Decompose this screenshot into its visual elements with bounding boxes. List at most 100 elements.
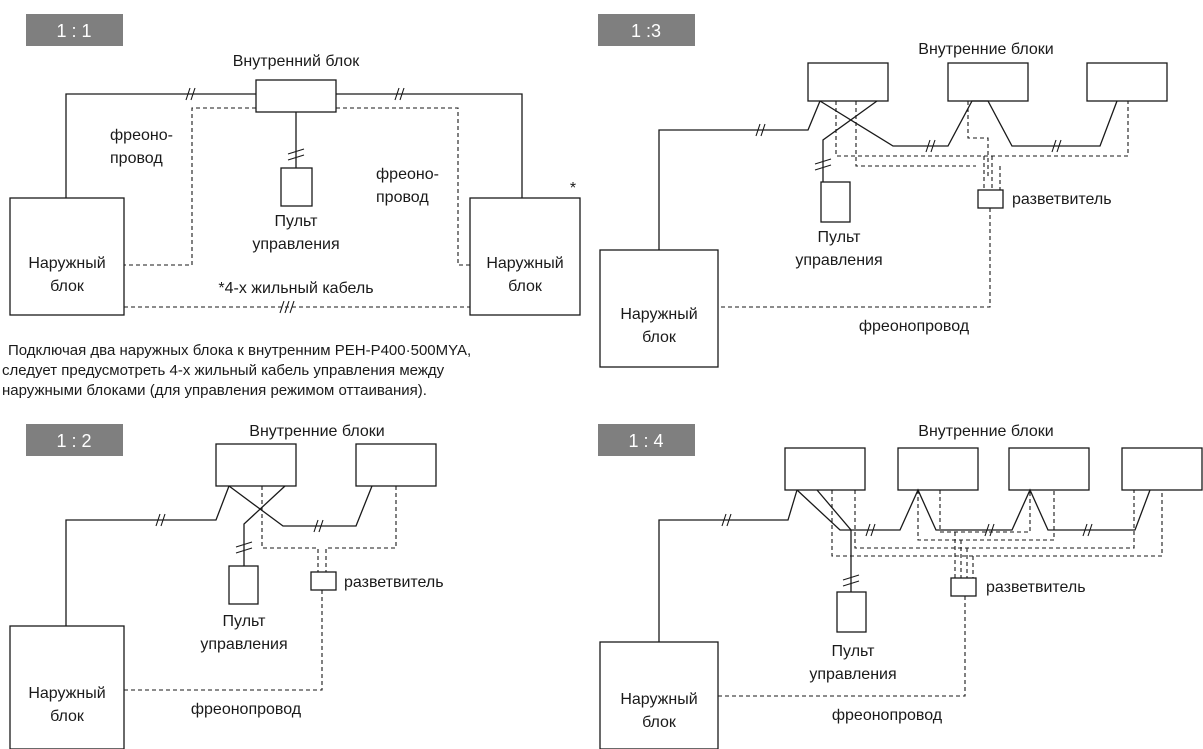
refrigerant-pipe-outdoor	[124, 590, 323, 691]
outdoor-label-line2: блок	[50, 708, 85, 725]
remote-label-line2: управления	[200, 636, 287, 653]
ratio-tag-1-1	[26, 14, 123, 46]
note-line-3: наружными блоками (для управления режимо…	[2, 382, 427, 399]
ratio-tag-1-4	[598, 424, 695, 456]
remote-controller-box	[280, 167, 313, 207]
refrigerant-pipe-main	[831, 490, 1163, 557]
remote-label-line2: управления	[795, 252, 882, 269]
branch-pipe-box	[310, 571, 337, 591]
ratio-tag-1-4-text: 1 : 4	[628, 431, 663, 451]
branch-pipe-label: разветвитель	[986, 579, 1086, 596]
indoor-unit-box-2	[897, 447, 979, 491]
cable-tick-mark	[984, 523, 995, 537]
indoor-unit-box-1	[807, 62, 889, 102]
cable-tick-mark	[721, 513, 732, 527]
diagram-1-4: 1 : 4 Внутренние блоки Пульт управления …	[598, 423, 1203, 749]
branch-pipe-label: разветвитель	[1012, 191, 1112, 208]
cable-tick-mark	[925, 139, 936, 153]
refrigerant-pipe-right	[336, 107, 470, 266]
power-cable-outdoor	[658, 100, 821, 250]
cable-tick-mark	[394, 87, 405, 101]
ratio-tag-1-2	[26, 424, 123, 456]
remote-label-line1: Пульт	[832, 643, 876, 660]
remote-cable	[243, 485, 286, 566]
ratio-tag-1-3-text: 1 :3	[631, 21, 661, 41]
indoor-units-label: Внутренние блоки	[249, 423, 384, 440]
cable-tick-mark	[755, 123, 766, 137]
power-cable-left	[65, 93, 256, 198]
power-cable-indoor-chain	[796, 488, 1151, 531]
power-cable-outdoor	[65, 485, 230, 626]
branch-pipe-box	[950, 577, 977, 597]
refrigerant-pipe	[967, 101, 989, 176]
remote-label-line1: Пульт	[818, 229, 862, 246]
pipe-label-left-2: провод	[110, 150, 163, 167]
refrigerant-pipe	[854, 490, 1135, 549]
refrigerant-pipe	[917, 490, 1055, 541]
outdoor-label-line2: блок	[642, 714, 677, 731]
cable-tick-mark	[155, 513, 166, 527]
outdoor-unit-box-right	[469, 197, 581, 316]
outdoor-label-line1: Наружный	[486, 255, 563, 272]
power-cable-indoor-chain	[228, 485, 373, 527]
remote-label-line2: управления	[809, 666, 896, 683]
outdoor-unit-box	[9, 625, 125, 749]
remote-cable	[816, 489, 852, 592]
remote-cable	[822, 100, 878, 182]
indoor-unit-box-3	[1086, 62, 1168, 102]
branch-pipe-box	[977, 189, 1004, 209]
indoor-units-label: Внутренние блоки	[918, 423, 1053, 440]
outdoor-unit-box	[599, 641, 719, 749]
outdoor-label-line2: блок	[508, 278, 543, 295]
indoor-units-label: Внутренние блоки	[918, 41, 1053, 58]
cable-tick-mark	[235, 541, 253, 554]
pipe-label-right-1: фреоно-	[376, 166, 439, 183]
indoor-unit-box	[255, 79, 337, 113]
remote-label-line2: управления	[252, 236, 339, 253]
indoor-unit-box-4	[1121, 447, 1203, 491]
indoor-unit-box-1	[215, 443, 297, 487]
remote-controller-box	[228, 565, 259, 605]
refrigerant-pipe-outdoor	[718, 596, 966, 697]
refrigerant-pipe	[939, 490, 1031, 533]
outdoor-label-line1: Наружный	[620, 306, 697, 323]
power-cable-outdoor	[658, 489, 798, 642]
refrigerant-pipe-label: фреонопровод	[832, 707, 943, 724]
indoor-unit-box-2	[947, 62, 1029, 102]
pipe-label-right-2: провод	[376, 189, 429, 206]
ratio-tag-1-3	[598, 14, 695, 46]
refrigerant-pipe	[261, 486, 319, 572]
ratio-tag-1-2-text: 1 : 2	[56, 431, 91, 451]
cable-tick-mark	[814, 158, 832, 171]
cable-tick-mark	[865, 523, 876, 537]
outdoor-unit-box	[599, 249, 719, 368]
outdoor-label-line1: Наружный	[620, 691, 697, 708]
power-cable-indoor-chain	[819, 100, 1118, 147]
cable-tick-mark	[287, 148, 305, 161]
outdoor-label-line2: блок	[642, 329, 677, 346]
asterisk-mark: *	[570, 180, 576, 197]
refrigerant-pipe-label: фреонопровод	[859, 318, 970, 335]
remote-controller-box	[836, 591, 867, 633]
power-cable-right	[336, 93, 523, 198]
remote-controller-box	[820, 181, 851, 223]
branch-pipe-label: разветвитель	[344, 574, 444, 591]
diagram-1-3: 1 :3 Внутренние блоки Пульт управления р…	[598, 14, 1168, 368]
cable-tick-mark	[313, 519, 324, 533]
indoor-unit-box-3	[1008, 447, 1090, 491]
refrigerant-pipe-outdoor	[718, 208, 991, 308]
pipe-label-left-1: фреоно-	[110, 127, 173, 144]
refrigerant-pipe	[983, 156, 1001, 190]
outdoor-label-line1: Наружный	[28, 255, 105, 272]
outdoor-label-line1: Наружный	[28, 685, 105, 702]
indoor-unit-label: Внутренний блок	[233, 53, 360, 70]
remote-label-line1: Пульт	[275, 213, 319, 230]
indoor-unit-box-2	[355, 443, 437, 487]
diagram-1-1: 1 : 1 Внутренний блок Пульт управления Н…	[2, 14, 581, 399]
outdoor-label-line2: блок	[50, 278, 85, 295]
indoor-unit-box-1	[784, 447, 866, 491]
refrigerant-pipe-main	[835, 101, 1129, 157]
four-wire-cable-label: *4-х жильный кабель	[218, 280, 373, 297]
diagram-1-2: 1 : 2 Внутренние блоки Пульт управления …	[9, 423, 444, 749]
